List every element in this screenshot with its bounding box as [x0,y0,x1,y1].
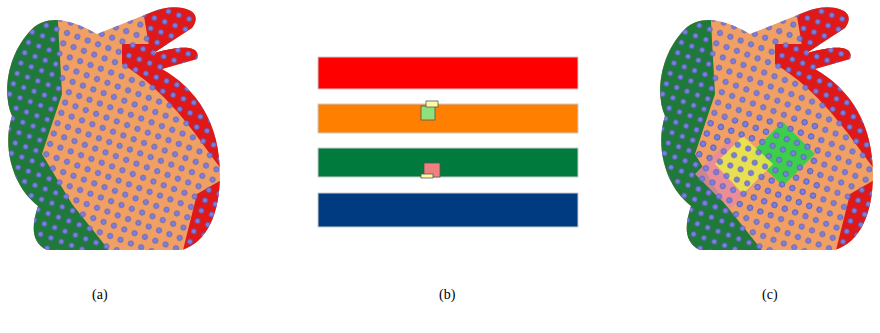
panel-label: (b) [439,287,455,303]
panel-label: (c) [762,287,778,303]
band-diagram [318,57,578,227]
panel-label: (a) [92,287,108,303]
bunny-c [655,4,880,254]
bunny-a [2,4,232,254]
